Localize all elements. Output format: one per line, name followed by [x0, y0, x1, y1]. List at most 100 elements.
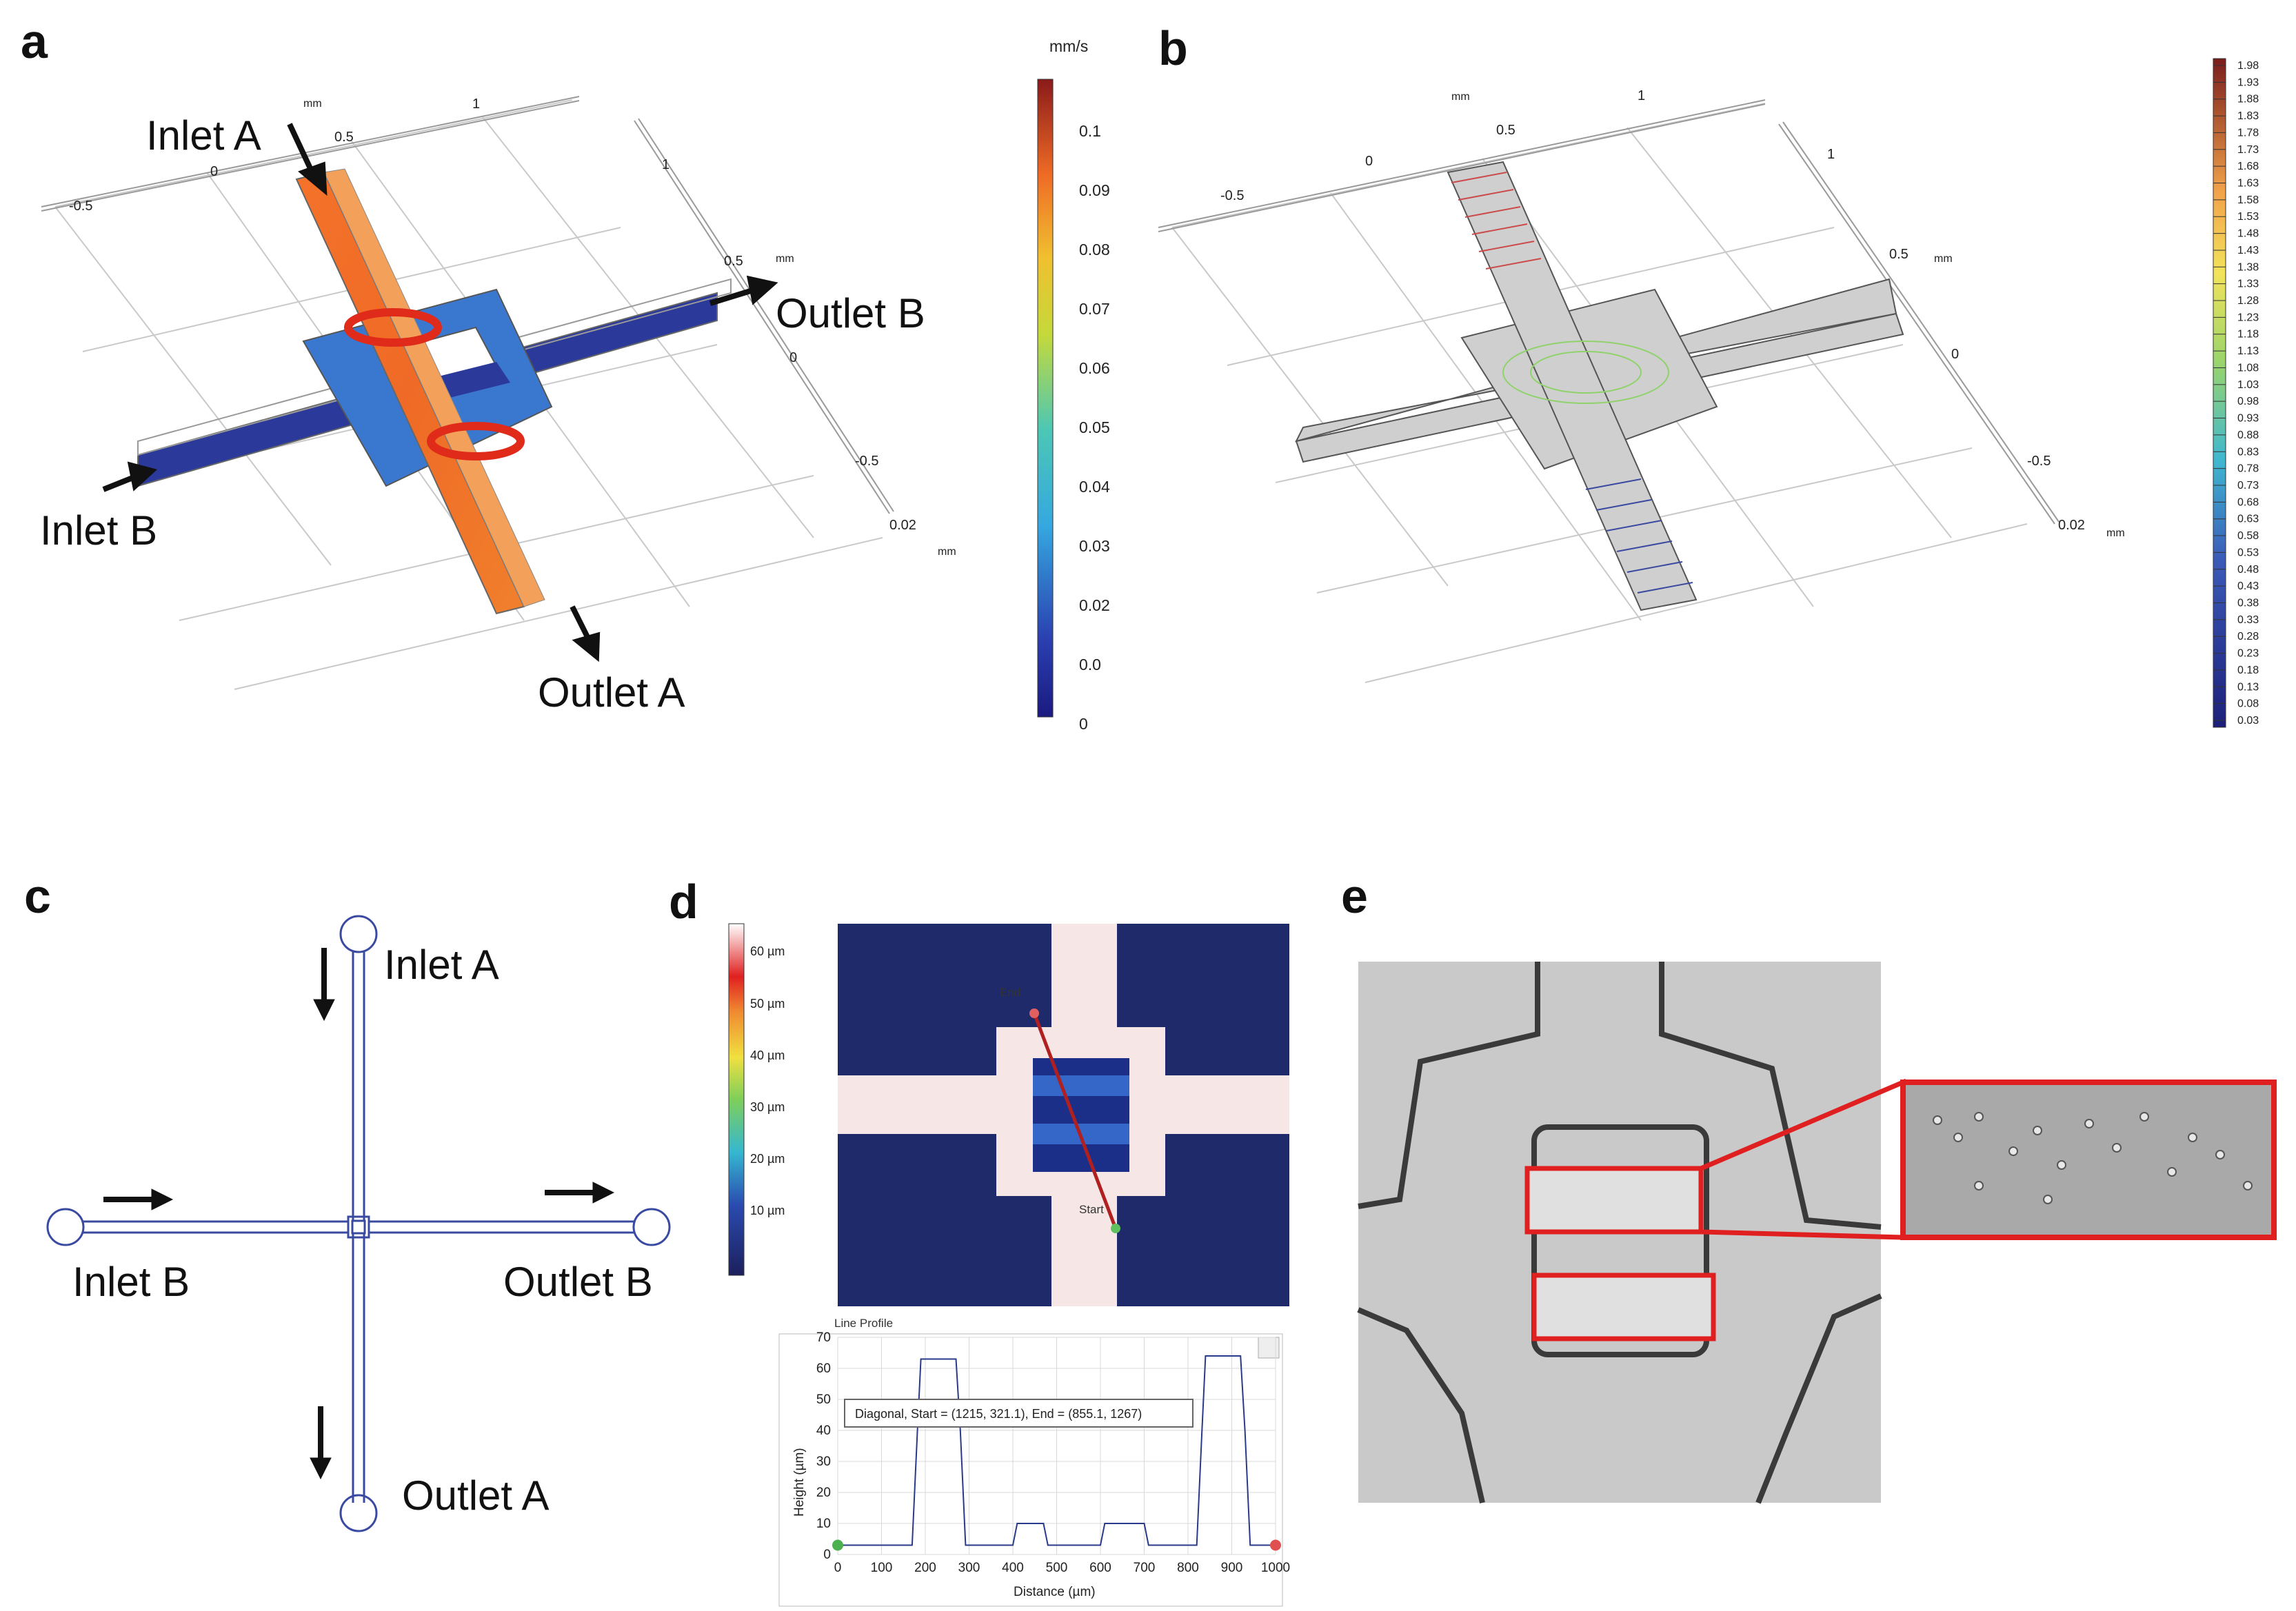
- cb-b-tick: 0.43: [2237, 580, 2259, 592]
- panel-c-schematic: [46, 915, 671, 1532]
- cb-a-tick: 0.1: [1079, 122, 1101, 140]
- flow-arrows-c: [103, 948, 615, 1480]
- cb-b-tick: 0.78: [2237, 463, 2259, 475]
- colorbar-b: [2213, 58, 2226, 728]
- cb-a-tick: 0.06: [1079, 359, 1110, 377]
- profile-x-tick: 500: [1046, 1561, 1068, 1575]
- cb-b-tick: 0.18: [2237, 665, 2259, 676]
- micrograph-channel-walls: [1357, 962, 1882, 1504]
- port-inlet-a: [339, 915, 378, 953]
- profile-y-tick: 0: [823, 1548, 831, 1562]
- cb-b-tick: 0.13: [2237, 681, 2259, 693]
- label-c-inlet-b: Inlet B: [72, 1259, 190, 1305]
- cb-b-tick: 0.53: [2237, 547, 2259, 558]
- cb-b-tick: 0.68: [2237, 496, 2259, 508]
- label-outlet-b: Outlet B: [776, 290, 925, 336]
- colorbar-a-unit: mm/s: [1049, 37, 1088, 55]
- cb-d-tick: 50 µm: [750, 997, 785, 1011]
- contours-blue-b: [1585, 478, 1693, 594]
- panel-e-micrograph: [1357, 962, 2277, 1504]
- b-unit-z: mm: [2106, 527, 2125, 539]
- a-tick-top-1: -0.5: [69, 199, 92, 214]
- a-unit-right: mm: [776, 253, 794, 265]
- cb-b-tick: 0.48: [2237, 564, 2259, 576]
- a-tick-right-3: 0: [789, 350, 797, 365]
- b-tick-right-4: -0.5: [2027, 454, 2051, 469]
- cb-a-tick: 0.09: [1079, 181, 1110, 199]
- profile-y-tick: 20: [816, 1486, 831, 1500]
- profile-y-tick: 70: [816, 1330, 831, 1345]
- label-c-outlet-a: Outlet A: [402, 1472, 550, 1519]
- cb-d-tick: 60 µm: [750, 944, 785, 958]
- colorbar-b-ticks: 1.981.931.881.831.781.731.681.631.581.53…: [2213, 60, 2259, 727]
- cb-d-tick: 30 µm: [750, 1100, 785, 1114]
- b-tick-top-2: 0: [1365, 154, 1373, 169]
- cb-a-tick: 0.08: [1079, 241, 1110, 259]
- cb-b-tick: 0.93: [2237, 413, 2259, 425]
- profile-frame: [778, 1333, 1283, 1607]
- panel-letter-d: d: [669, 875, 698, 929]
- cb-b-tick: 0.33: [2237, 614, 2259, 626]
- panel-b-simulation: -0.5 0 0.5 1 mm 1 0.5 mm 0 -0.5 0.02 mm …: [1158, 58, 2259, 728]
- label-c-inlet-a: Inlet A: [384, 942, 499, 988]
- cb-b-tick: 0.03: [2237, 715, 2259, 727]
- height-map: End Start: [838, 924, 1289, 1306]
- panel-d-profilometry: 60 µm 50 µm 40 µm 30 µm 20 µm 10 µm End …: [728, 923, 1290, 1607]
- b-tick-right-1: 1: [1827, 147, 1835, 162]
- profile-xlabel: Distance (µm): [1014, 1585, 1096, 1599]
- cb-b-tick: 1.43: [2237, 245, 2259, 256]
- cb-b-tick: 1.18: [2237, 329, 2259, 341]
- a-tick-top-4: 1: [472, 97, 480, 112]
- panel-letter-c: c: [24, 869, 51, 923]
- map-end-label: End: [1000, 986, 1020, 999]
- profile-x-tick: 100: [871, 1561, 893, 1575]
- colorbar-a-ticks: 0.1 0.09 0.08 0.07 0.06 0.05 0.04 0.03 0…: [1079, 122, 1110, 733]
- cb-d-tick: 10 µm: [750, 1204, 785, 1217]
- cb-b-tick: 0.23: [2237, 648, 2259, 660]
- label-inlet-b: Inlet B: [40, 507, 158, 554]
- profile-x-tick: 700: [1134, 1561, 1156, 1575]
- cb-b-tick: 1.93: [2237, 77, 2259, 88]
- label-inlet-a: Inlet A: [146, 112, 261, 159]
- map-start-label: Start: [1079, 1203, 1104, 1216]
- cb-b-tick: 0.98: [2237, 396, 2259, 407]
- cb-a-tick: 0.0: [1079, 656, 1101, 673]
- cb-b-tick: 0.28: [2237, 631, 2259, 642]
- cb-a-tick: 0.02: [1079, 596, 1110, 614]
- b-tick-z: 0.02: [2058, 518, 2085, 533]
- a-tick-z: 0.02: [889, 518, 916, 533]
- axis-frame-a: [41, 96, 894, 514]
- profile-series-line: [838, 1355, 1276, 1546]
- cb-b-tick: 1.73: [2237, 144, 2259, 156]
- geometry-b: [1295, 161, 1904, 611]
- port-inlet-b: [46, 1208, 85, 1246]
- colorbar-a: [1037, 79, 1054, 718]
- b-tick-right-3: 0: [1951, 347, 1959, 362]
- cb-a-tick: 0.05: [1079, 418, 1110, 436]
- profile-x-tick: 800: [1177, 1561, 1199, 1575]
- profile-y-tick: 40: [816, 1423, 831, 1438]
- b-tick-top-4: 1: [1638, 88, 1645, 103]
- profile-y-tick: 30: [816, 1455, 831, 1469]
- panel-letter-a: a: [21, 14, 48, 68]
- profile-end-marker: [1270, 1539, 1281, 1551]
- profile-title: Line Profile: [834, 1317, 893, 1330]
- cb-b-tick: 1.78: [2237, 127, 2259, 139]
- panel-a-simulation: -0.5 0 0.5 1 mm 1 0.5 mm 0 -0.5 0.02 mm …: [41, 37, 1110, 733]
- chip-schematic: [46, 915, 671, 1532]
- profile-legend-text: Diagonal, Start = (1215, 321.1), End = (…: [855, 1407, 1142, 1421]
- cb-b-tick: 1.53: [2237, 211, 2259, 223]
- cb-b-tick: 0.38: [2237, 597, 2259, 609]
- profile-legend-box: [844, 1399, 1194, 1428]
- cb-b-tick: 1.03: [2237, 379, 2259, 391]
- cb-b-tick: 1.83: [2237, 110, 2259, 122]
- cb-b-tick: 1.48: [2237, 228, 2259, 240]
- cb-b-tick: 0.88: [2237, 429, 2259, 441]
- cb-b-tick: 1.33: [2237, 278, 2259, 290]
- profile-y-tick: 10: [816, 1517, 831, 1531]
- cb-b-tick: 0.63: [2237, 514, 2259, 525]
- cb-b-tick: 0.58: [2237, 530, 2259, 542]
- zoom-cells: [1933, 1112, 2253, 1204]
- cb-a-tick: 0.07: [1079, 300, 1110, 318]
